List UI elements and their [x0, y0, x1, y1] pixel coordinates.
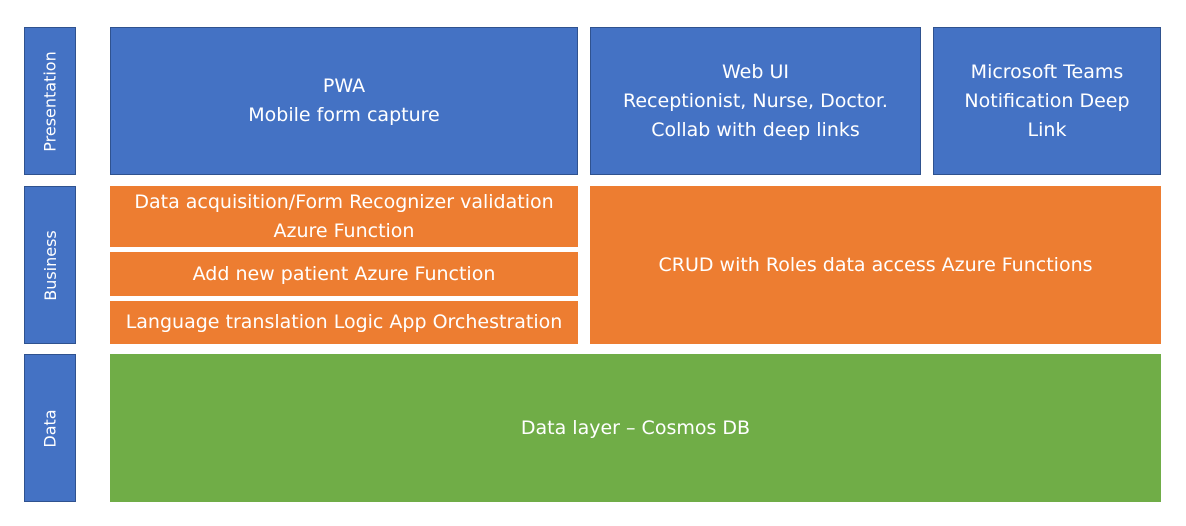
translation-text: Language translation Logic App Orchestra… — [125, 311, 563, 333]
web-ui-collab: Collab with deep links — [651, 118, 860, 141]
pwa-box: PWA Mobile form capture — [110, 27, 578, 175]
teams-line-1: Microsoft Teams — [970, 60, 1124, 83]
web-ui-title: Web UI — [722, 60, 789, 83]
add-patient-box: Add new patient Azure Function — [110, 252, 578, 296]
pwa-subtitle: Mobile form capture — [248, 104, 440, 126]
layer-label-business: Business — [24, 186, 76, 344]
data-acquisition-line-1: Data acquisition/Form Recognizer validat… — [134, 190, 554, 213]
teams-line-3: Link — [1027, 118, 1067, 141]
add-patient-text: Add new patient Azure Function — [192, 262, 496, 285]
pwa-title: PWA — [322, 75, 366, 97]
data-acquisition-box: Data acquisition/Form Recognizer validat… — [110, 186, 578, 247]
teams-box: Microsoft Teams Notification Deep Link — [933, 27, 1161, 175]
data-acquisition-line-2: Azure Function — [273, 219, 415, 242]
layer-label-presentation: Presentation — [24, 27, 76, 175]
layer-label-data-text: Data — [40, 408, 60, 448]
crud-text: CRUD with Roles data access Azure Functi… — [658, 253, 1093, 276]
crud-box: CRUD with Roles data access Azure Functi… — [590, 186, 1161, 344]
web-ui-roles: Receptionist, Nurse, Doctor. — [623, 89, 888, 112]
layer-label-data: Data — [24, 354, 76, 502]
data-layer-text: Data layer – Cosmos DB — [520, 416, 751, 439]
web-ui-box: Web UI Receptionist, Nurse, Doctor. Coll… — [590, 27, 921, 175]
data-layer-box: Data layer – Cosmos DB — [110, 354, 1161, 502]
layer-label-presentation-text: Presentation — [40, 50, 60, 152]
layer-label-business-text: Business — [40, 229, 60, 301]
translation-box: Language translation Logic App Orchestra… — [110, 301, 578, 344]
teams-line-2: Notification Deep — [964, 89, 1130, 112]
